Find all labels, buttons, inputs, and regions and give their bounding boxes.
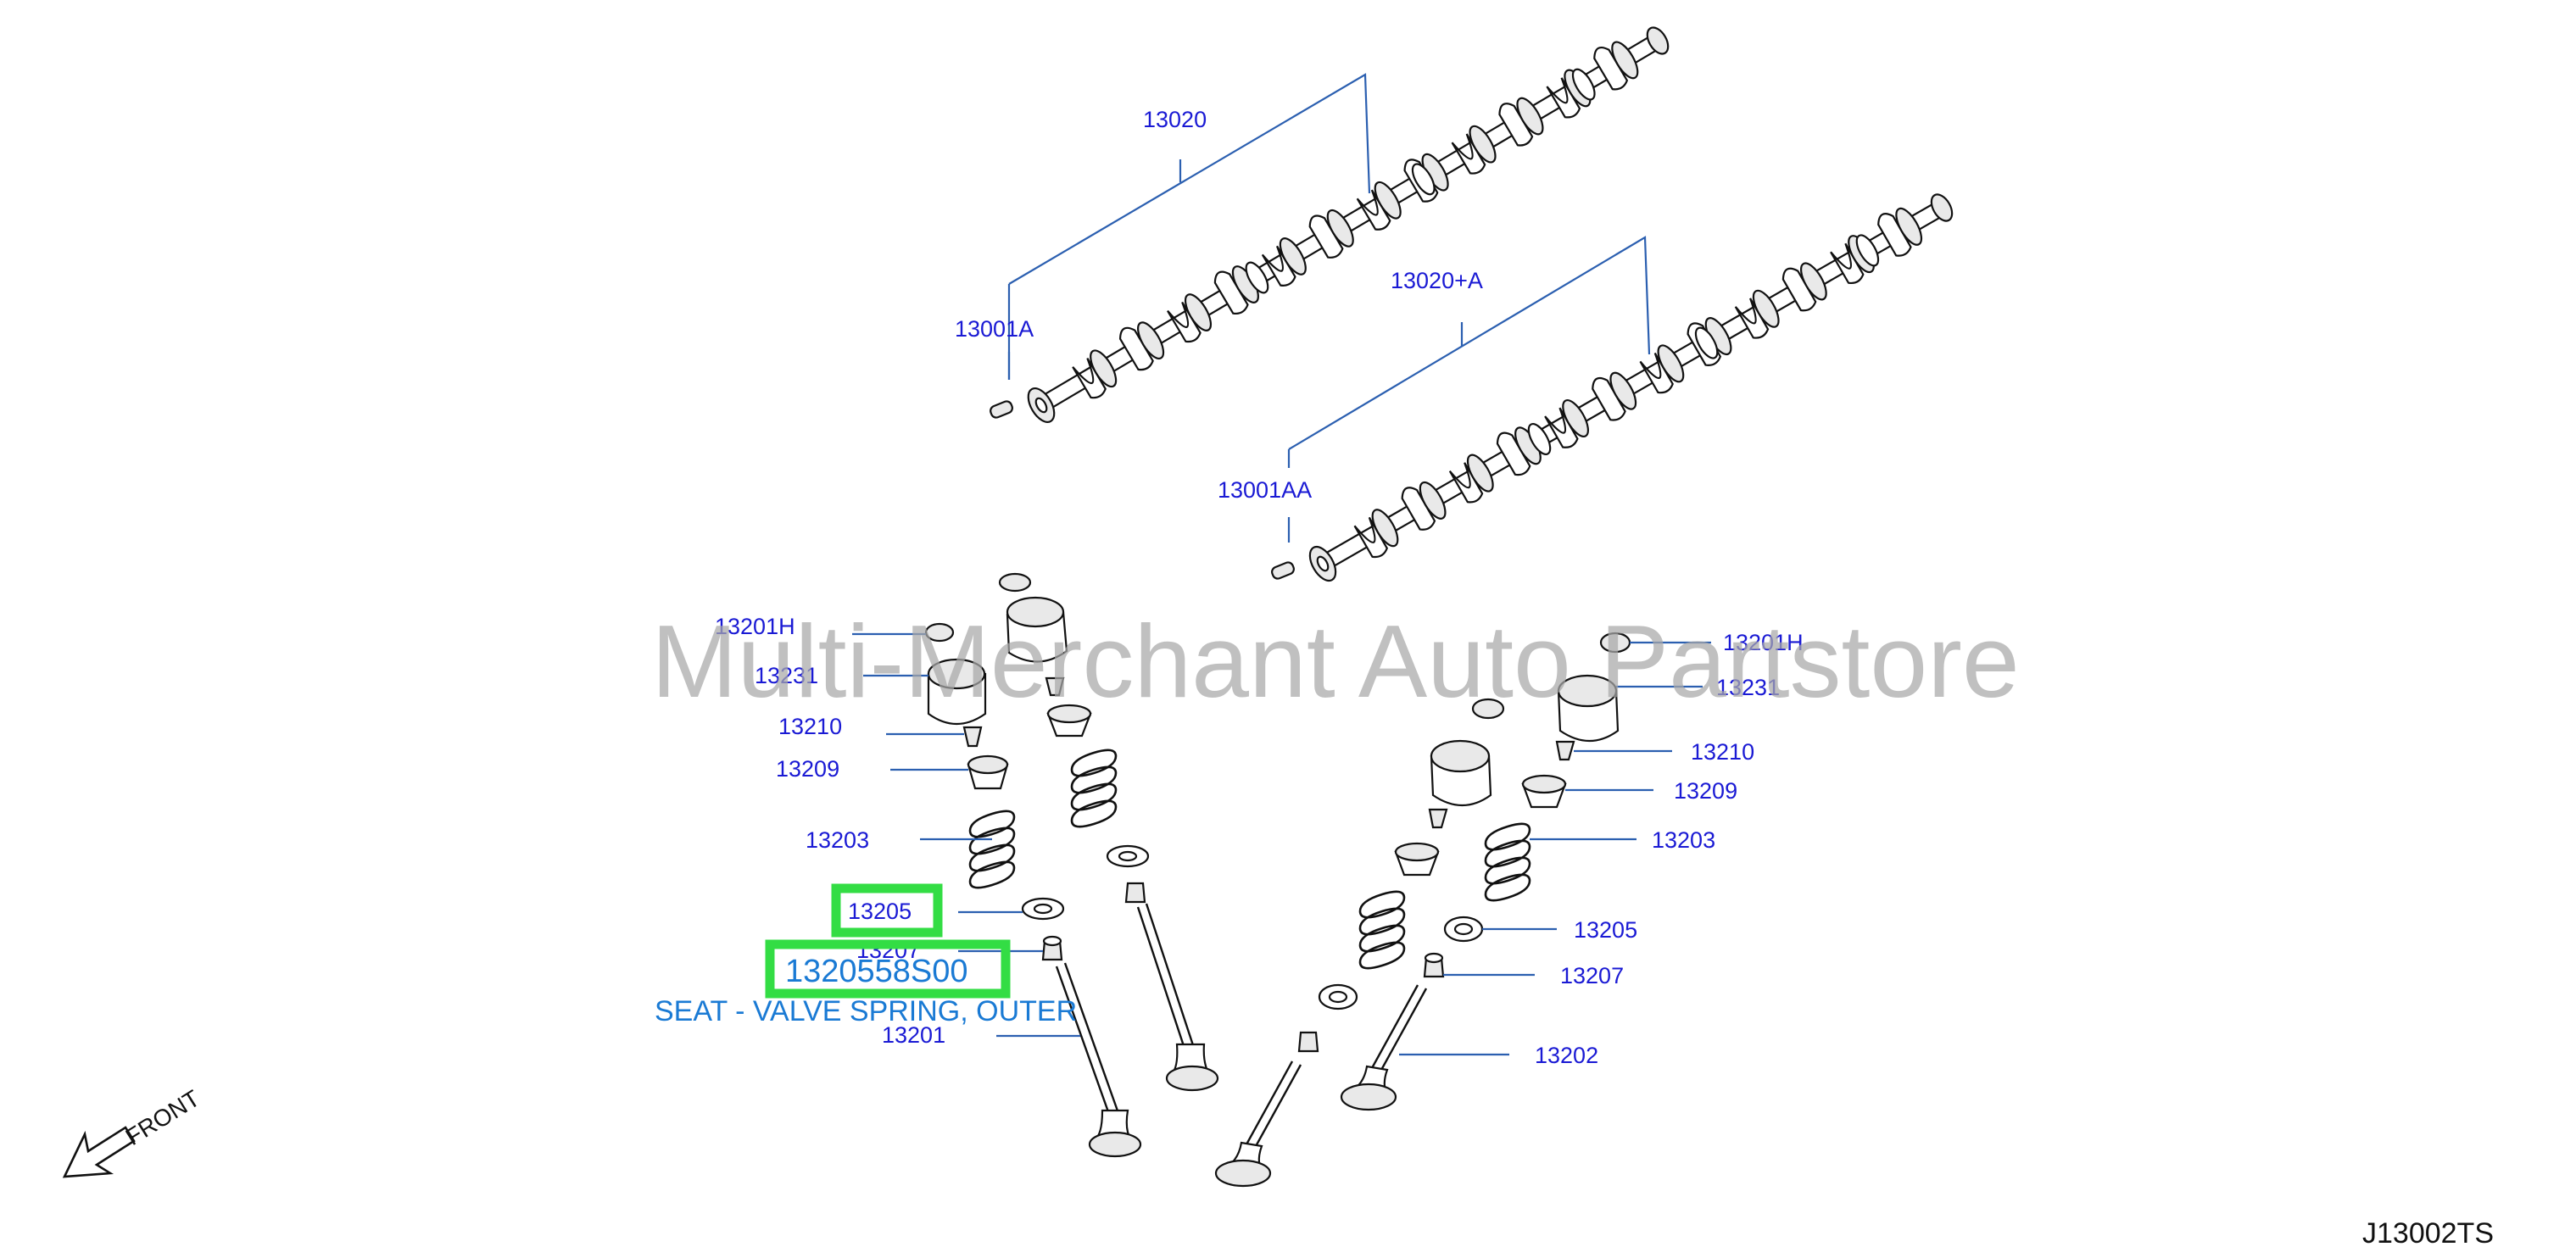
retainer-centre-left[interactable]	[1046, 704, 1092, 738]
highlight-callout[interactable]: 13205 1320558S00 SEAT - VALVE SPRING, OU…	[655, 883, 1077, 1027]
lifter-centre-right[interactable]	[1430, 739, 1492, 806]
highlight-box-part-number[interactable]	[765, 939, 1011, 999]
spring-centre-right[interactable]	[1358, 890, 1406, 970]
shim-centre-right[interactable]	[1471, 698, 1505, 720]
label-13203-left[interactable]: 13203	[806, 827, 869, 853]
seat-centre-left[interactable]	[1106, 844, 1150, 868]
highlight-part-number[interactable]: 1320558S00	[785, 954, 968, 989]
lifter-13231-right[interactable]	[1557, 674, 1620, 742]
shim-centre-left[interactable]	[998, 572, 1032, 593]
seal-centre-right[interactable]	[1297, 1031, 1319, 1053]
front-indicator: FRONT	[62, 1085, 204, 1178]
spring-centre-left[interactable]	[1070, 749, 1118, 828]
camshaft-upper[interactable]	[1020, 16, 1676, 430]
label-13231-left[interactable]: 13231	[755, 663, 818, 688]
label-13201h-left[interactable]: 13201H	[715, 614, 795, 639]
seat-centre-right[interactable]	[1318, 983, 1358, 1010]
label-13202-right[interactable]: 13202	[1535, 1043, 1598, 1068]
dowel-pin-lower[interactable]	[1270, 561, 1295, 581]
valve-centre-right[interactable]	[1214, 1060, 1302, 1188]
retainer-13209-right[interactable]	[1521, 774, 1567, 809]
retainer-centre-right[interactable]	[1394, 842, 1440, 877]
label-13201h-right[interactable]: 13201H	[1723, 630, 1804, 655]
label-13201-left[interactable]: 13201	[882, 1022, 945, 1048]
label-13231-right[interactable]: 13231	[1716, 675, 1780, 700]
valve-centre-left[interactable]	[1136, 903, 1219, 1092]
label-13209-left[interactable]: 13209	[776, 756, 839, 782]
spring-13203-right[interactable]	[1484, 822, 1531, 902]
collet-centre-right[interactable]	[1428, 808, 1448, 829]
seal-13207-right[interactable]	[1423, 952, 1445, 978]
label-13205-right[interactable]: 13205	[1574, 917, 1637, 943]
seal-centre-left[interactable]	[1124, 882, 1146, 904]
highlight-part-description: SEAT - VALVE SPRING, OUTER	[655, 995, 1077, 1027]
lifter-centre-left[interactable]	[1006, 596, 1068, 663]
dowel-pin-upper[interactable]	[989, 400, 1013, 420]
collet-centre-left[interactable]	[1045, 676, 1065, 697]
highlight-box-ref[interactable]	[831, 883, 943, 938]
seat-13205-left[interactable]	[1021, 897, 1065, 921]
label-13020-plus-a[interactable]: 13020+A	[1391, 268, 1483, 293]
front-label: FRONT	[121, 1085, 204, 1150]
valve-13202-right[interactable]	[1340, 984, 1428, 1111]
camshaft-lower[interactable]	[1302, 183, 1960, 588]
label-13001aa[interactable]: 13001AA	[1218, 477, 1312, 503]
shim-13201h-left[interactable]	[924, 622, 955, 643]
valve-13201-left[interactable]	[1055, 962, 1142, 1158]
label-13020[interactable]: 13020	[1143, 107, 1207, 132]
spring-13203-left[interactable]	[968, 810, 1016, 889]
label-13210-right[interactable]: 13210	[1691, 739, 1754, 765]
lifter-13231-left[interactable]	[927, 658, 987, 725]
retainer-13209-left[interactable]	[967, 754, 1009, 790]
label-13001a[interactable]: 13001A	[955, 316, 1034, 342]
front-arrow-icon	[62, 1126, 136, 1178]
highlight-ref-number[interactable]: 13205	[848, 899, 912, 924]
diagram-code: J13002TS	[2362, 1217, 2494, 1250]
seal-13207-left[interactable]	[1041, 935, 1063, 961]
label-13210-left[interactable]: 13210	[778, 714, 842, 739]
seat-13205-right[interactable]	[1443, 916, 1484, 943]
leader-lines	[852, 73, 1711, 1056]
collet-13210-right[interactable]	[1555, 740, 1575, 761]
watermark-text: Multi-Merchant Auto Partstore	[651, 604, 2020, 719]
label-13209-right[interactable]: 13209	[1674, 778, 1737, 804]
label-13207-right[interactable]: 13207	[1560, 963, 1624, 988]
label-13203-right[interactable]: 13203	[1652, 827, 1715, 853]
collet-13210-left[interactable]	[962, 726, 983, 748]
